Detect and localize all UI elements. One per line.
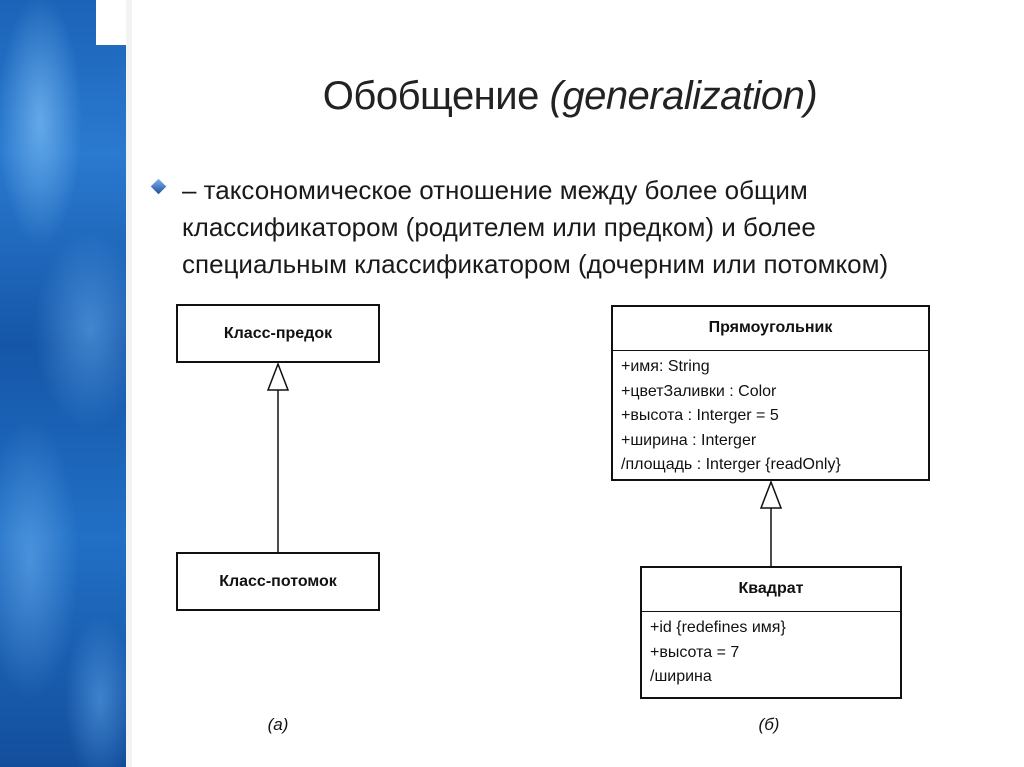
attribute: /площадь : Interger {readOnly} [621,456,841,473]
attribute: /ширина [650,668,712,685]
attribute: +высота : Interger = 5 [621,407,779,424]
diagram-caption-a: (а) [267,715,289,734]
title-main: Обобщение [322,74,540,118]
slide-title: Обобщение (generalization) [140,74,1000,119]
title-term: (generalization) [549,74,818,118]
uml-class-square: Квадрат +id {redefines имя} +высота = 7 … [640,566,902,699]
attribute: +высота = 7 [650,643,740,661]
attribute: +ширина : Interger [621,431,757,449]
definition-text: – таксономическое отношение между более … [182,172,982,283]
attribute: +цветЗаливки : Color [621,382,777,400]
uml-class-child: Класс-потомок [176,552,380,611]
definition-line: специальным классификатором (дочерним ил… [182,249,889,279]
attribute: +id {redefines имя} [650,619,786,636]
uml-class-parent: Класс-предок [176,304,380,363]
decorative-side-strip [0,0,126,767]
class-name: Класс-предок [223,324,333,342]
class-attributes: +id {redefines имя} +высота = 7 /ширина [642,612,900,694]
definition-line: классификатором (родителем или предком) … [182,212,816,242]
attribute: +имя: String [621,358,710,375]
class-name: Класс-потомок [219,572,337,590]
class-attributes: +имя: String +цветЗаливки : Color +высот… [613,351,928,482]
class-name: Прямоугольник [613,307,928,351]
definition-line: – таксономическое отношение между более … [182,175,808,205]
generalization-arrowhead-b [759,479,783,509]
class-name: Квадрат [642,568,900,612]
strip-notch [96,0,126,45]
generalization-arrowhead-a [266,361,290,391]
strip-divider [126,0,132,767]
diagram-caption-b: (б) [758,715,780,734]
uml-class-rectangle: Прямоугольник +имя: String +цветЗаливки … [611,305,930,481]
